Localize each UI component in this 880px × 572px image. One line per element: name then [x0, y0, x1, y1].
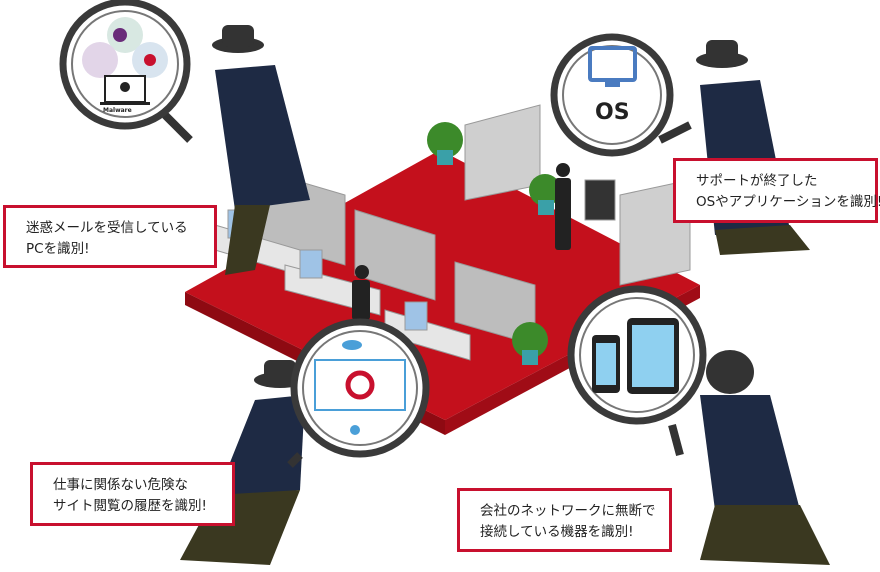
- callout-line: 仕事に関係ない危険な: [53, 477, 188, 493]
- malware-label: Malware: [103, 107, 132, 114]
- callout-spam-pc: 迷惑メールを受信している PCを識別!: [3, 205, 217, 268]
- gear-icon: [345, 370, 375, 400]
- magnifier-devices: [567, 285, 707, 457]
- magnifier-os: [550, 33, 692, 157]
- callout-line: サポートが終了した: [696, 173, 818, 189]
- callout-line: サイト閲覧の履歴を識別!: [53, 498, 207, 514]
- callout-line: 接続している機器を識別!: [480, 524, 634, 540]
- callout-unauthorized-devices: 会社のネットワークに無断で 接続している機器を識別!: [457, 488, 672, 552]
- callout-line: OSやアプリケーションを識別!: [696, 194, 880, 210]
- os-label: OS: [595, 100, 630, 125]
- magnifier-web-history: [287, 318, 430, 468]
- worm-icon: [82, 42, 118, 78]
- plant-icons: [427, 122, 561, 365]
- callout-risky-sites: 仕事に関係ない危険な サイト閲覧の履歴を識別!: [30, 462, 235, 526]
- office-workers: [352, 163, 571, 320]
- monitor-icon: [588, 46, 637, 82]
- callout-line: 会社のネットワークに無断で: [480, 503, 656, 519]
- callout-unsupported-os: サポートが終了した OSやアプリケーションを識別!: [673, 158, 880, 223]
- callout-line: PCを識別!: [26, 241, 90, 257]
- cloud-icon: [342, 340, 362, 350]
- callout-line: 迷惑メールを受信している: [26, 220, 188, 236]
- magnifier-malware: [59, 0, 193, 143]
- browser-window-icon: [314, 359, 406, 411]
